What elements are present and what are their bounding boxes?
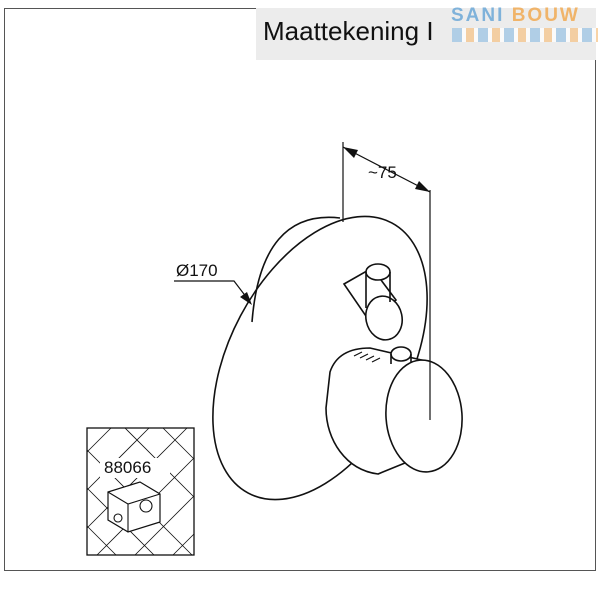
- dimension-depth-label: ~75: [368, 163, 397, 182]
- dimension-depth-line: [342, 146, 431, 193]
- page-title: Maattekening I: [263, 16, 434, 46]
- diverter-knob-pin: [365, 263, 391, 281]
- dimension-diameter-label: Ø170: [176, 261, 218, 280]
- inset-frame: [86, 427, 195, 556]
- inset-article-number: 88066: [104, 458, 151, 477]
- inset-label-background: [100, 458, 170, 478]
- brand-name-bouw: BOUW: [511, 5, 580, 26]
- arrow-depth-left: [343, 147, 358, 158]
- diverter-knob-shaft: [365, 272, 391, 308]
- mounting-box-outlet: [139, 499, 153, 513]
- diverter-knob-end: [365, 295, 403, 341]
- brand-watermark: SANI BOUW: [451, 5, 580, 27]
- thermostat-button-shaft: [390, 354, 412, 364]
- brand-name-sani: SANI: [451, 5, 505, 26]
- brand-watermark-tiles: [452, 28, 598, 42]
- diameter-leader-line: [174, 280, 251, 303]
- mounting-box-outlet-front: [113, 513, 123, 523]
- thermostat-cap: [385, 359, 463, 473]
- temperature-scale: [353, 351, 381, 363]
- arrow-depth-right: [415, 181, 430, 192]
- arrow-diameter: [240, 292, 252, 305]
- rosette-edge: [251, 216, 341, 323]
- mounting-box-detail: [107, 491, 161, 532]
- thermostat-button: [390, 346, 412, 362]
- rosette-plate: [212, 215, 428, 501]
